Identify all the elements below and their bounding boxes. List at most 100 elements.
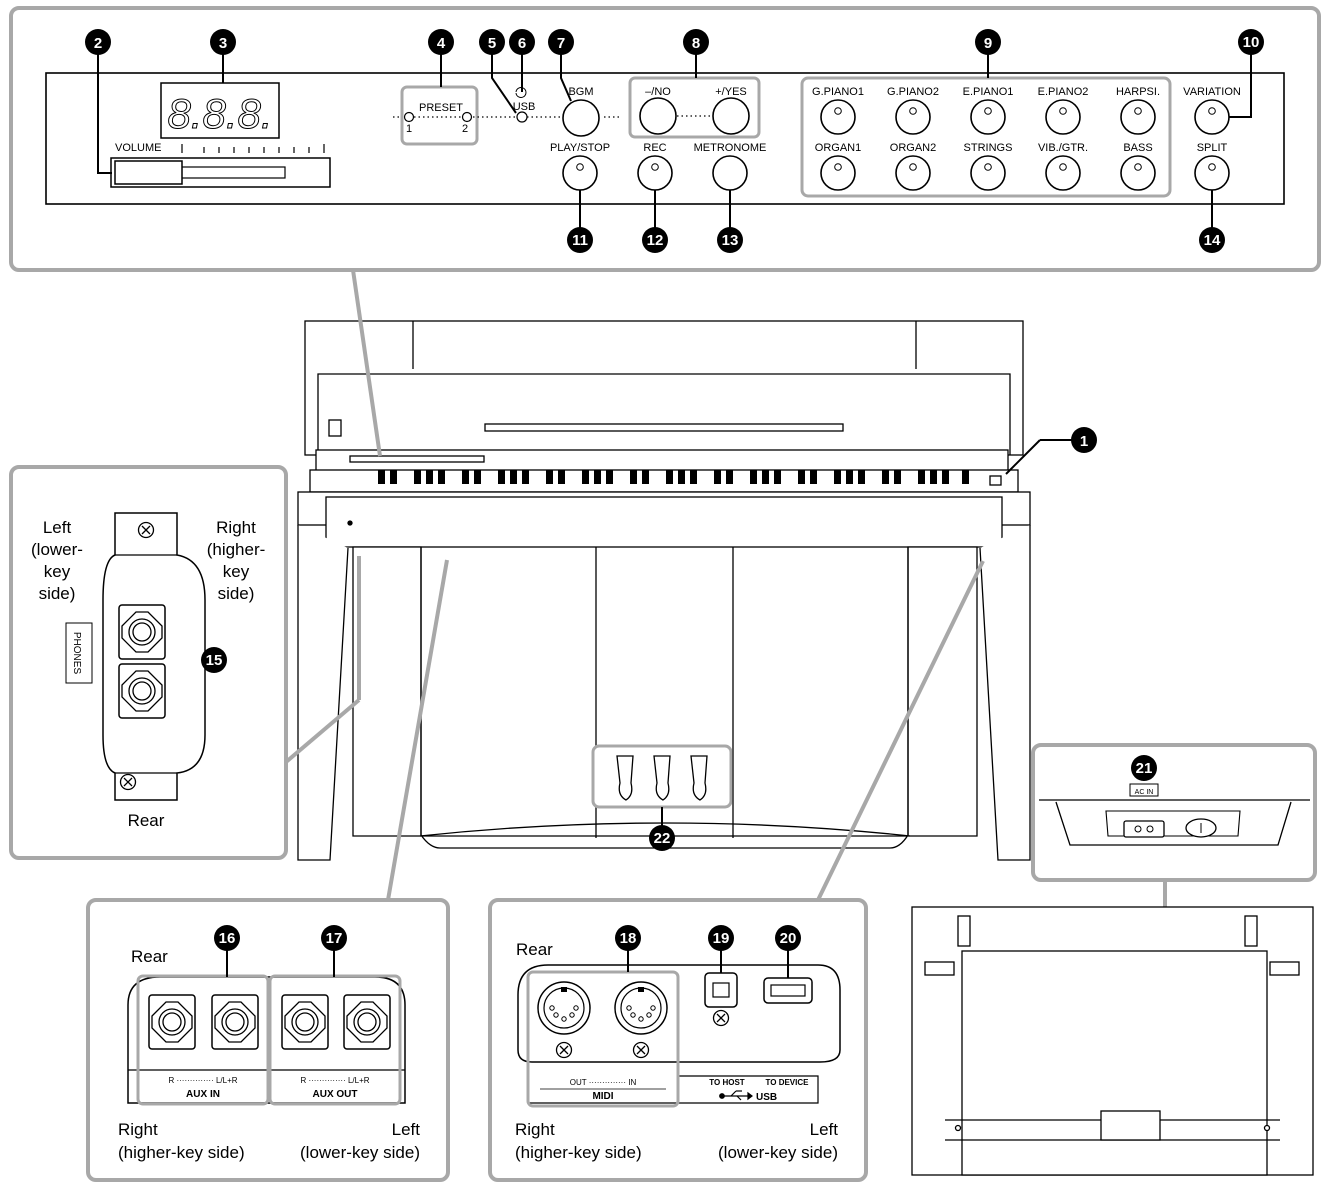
metronome-button[interactable] xyxy=(712,155,748,191)
bgm-label: BGM xyxy=(568,86,593,98)
right-label: (higher- xyxy=(207,540,266,559)
callout-6: 6 xyxy=(509,29,535,55)
voice-button-bass[interactable] xyxy=(1120,155,1156,191)
svg-text:15: 15 xyxy=(206,652,223,669)
left-label: Left xyxy=(43,518,72,537)
voice-button-organ2[interactable] xyxy=(895,155,931,191)
usb-lamp xyxy=(516,111,528,123)
midi-usb-inset: Rear OUT ·············· IN MIDI TO HOST … xyxy=(488,898,868,1182)
preset-label: PRESET xyxy=(419,102,463,114)
left-label: (lower- xyxy=(31,540,83,559)
split-button[interactable] xyxy=(1194,155,1230,191)
callout-16: 16 xyxy=(214,925,240,951)
volume-slider-knob[interactable] xyxy=(114,160,183,185)
metronome-label: METRONOME xyxy=(694,142,767,154)
play-stop-label: PLAY/STOP xyxy=(550,142,610,154)
ac-inlet[interactable] xyxy=(1123,820,1165,838)
callout-22: 22 xyxy=(649,825,675,851)
play-stop-button[interactable] xyxy=(562,155,598,191)
voice-label: G.PIANO2 xyxy=(887,86,939,98)
pedal-left[interactable] xyxy=(616,755,634,801)
phones-jack-2[interactable] xyxy=(118,663,166,719)
voice-button-e-piano1[interactable] xyxy=(970,99,1006,135)
callout-1: 1 xyxy=(1071,427,1097,453)
preset-1-label: 1 xyxy=(406,123,412,135)
preset-2-lamp xyxy=(461,111,473,123)
aux-in-jack-r[interactable] xyxy=(148,994,196,1050)
voice-label: G.PIANO1 xyxy=(812,86,864,98)
to-host-label: TO HOST xyxy=(709,1078,745,1087)
right-label: Right xyxy=(515,1120,555,1139)
voice-button-vib-gtr[interactable] xyxy=(1045,155,1081,191)
voice-button-organ1[interactable] xyxy=(820,155,856,191)
rec-button[interactable] xyxy=(637,155,673,191)
voice-button-e-piano2[interactable] xyxy=(1045,99,1081,135)
svg-text:2: 2 xyxy=(94,35,102,52)
svg-text:1: 1 xyxy=(1080,433,1088,450)
voice-label: E.PIANO2 xyxy=(1038,86,1089,98)
voice-label: E.PIANO1 xyxy=(963,86,1014,98)
bgm-button[interactable] xyxy=(562,99,600,137)
no-button[interactable] xyxy=(639,97,677,135)
left-label: (lower-key side) xyxy=(718,1143,838,1162)
voice-button-strings[interactable] xyxy=(970,155,1006,191)
left-label: Left xyxy=(810,1120,839,1139)
aux-in-label: AUX IN xyxy=(186,1089,220,1100)
svg-text:21: 21 xyxy=(1136,760,1153,777)
screw-icon xyxy=(712,1009,730,1027)
left-label: Left xyxy=(392,1120,421,1139)
voice-label: ORGAN2 xyxy=(890,142,936,154)
keyboard xyxy=(378,470,969,484)
aux-in-jack-l[interactable] xyxy=(211,994,259,1050)
midi-out-port[interactable] xyxy=(537,981,591,1035)
aux-out-jack-l[interactable] xyxy=(343,994,391,1050)
right-label: (higher-key side) xyxy=(515,1143,642,1162)
volume-label: VOLUME xyxy=(115,142,161,154)
svg-text:19: 19 xyxy=(713,930,730,947)
voice-button-g-piano2[interactable] xyxy=(895,99,931,135)
svg-text:10: 10 xyxy=(1243,34,1260,51)
callout-2: 2 xyxy=(85,29,111,55)
aux-out-jack-r[interactable] xyxy=(281,994,329,1050)
svg-text:14: 14 xyxy=(1204,232,1221,249)
pedal-right[interactable] xyxy=(690,755,708,801)
usb-label: USB xyxy=(513,101,536,113)
no-label: –/NO xyxy=(645,86,671,98)
right-label: side) xyxy=(218,584,255,603)
voice-button-harpsi[interactable] xyxy=(1120,99,1156,135)
voice-label: STRINGS xyxy=(964,142,1013,154)
callout-5: 5 xyxy=(479,29,505,55)
right-label: Right xyxy=(216,518,256,537)
midi-in-port[interactable] xyxy=(614,981,668,1035)
aux-inset: Rear R ·············· L/L+R AUX IN R ···… xyxy=(86,898,450,1182)
right-label: (higher-key side) xyxy=(118,1143,245,1162)
callout-7: 7 xyxy=(548,29,574,55)
pedal-middle[interactable] xyxy=(653,755,671,801)
callout-10: 10 xyxy=(1238,29,1264,55)
callout-15: 15 xyxy=(201,647,227,673)
phones-jack-1[interactable] xyxy=(118,604,166,660)
right-label: key xyxy=(223,562,250,581)
left-label: side) xyxy=(39,584,76,603)
aux-out-label: AUX OUT xyxy=(313,1089,358,1100)
led-display xyxy=(160,82,280,139)
preset-2-label: 2 xyxy=(462,123,468,135)
variation-button[interactable] xyxy=(1194,99,1230,135)
yes-label: +/YES xyxy=(715,86,747,98)
voice-button-g-piano1[interactable] xyxy=(820,99,856,135)
callout-18: 18 xyxy=(615,925,641,951)
aux-out-sub: R ·············· L/L+R xyxy=(300,1076,369,1085)
callout-14: 14 xyxy=(1199,227,1225,253)
aux-in-sub: R ·············· L/L+R xyxy=(168,1076,237,1085)
rear-label: Rear xyxy=(516,940,553,959)
svg-text:9: 9 xyxy=(984,35,992,52)
voice-label: ORGAN1 xyxy=(815,142,861,154)
svg-text:11: 11 xyxy=(572,232,588,249)
display-digits: 8.8.8. xyxy=(167,90,272,137)
callout-3: 3 xyxy=(210,29,236,55)
usb-icon xyxy=(719,1090,753,1101)
yes-button[interactable] xyxy=(712,97,750,135)
callout-21: 21 xyxy=(1131,755,1157,781)
voice-label: BASS xyxy=(1123,142,1152,154)
callout-11: 11 xyxy=(567,227,593,253)
